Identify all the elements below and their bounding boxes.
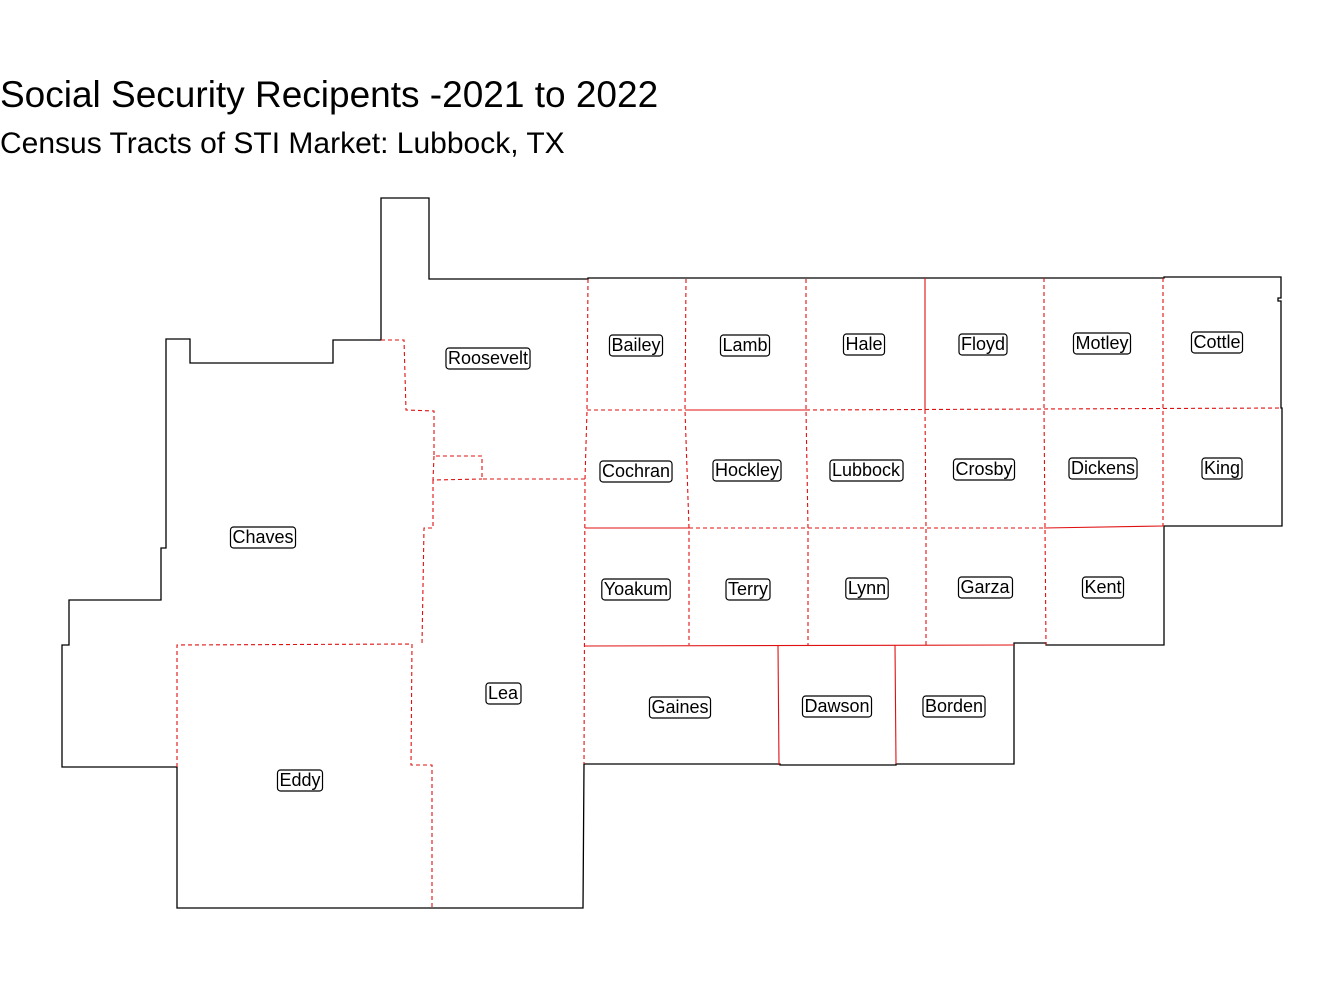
county-name-garza: Garza	[960, 577, 1010, 597]
county-label-floyd: Floyd	[958, 333, 1008, 356]
county-name-dawson: Dawson	[804, 696, 869, 716]
county-label-hockley: Hockley	[712, 459, 782, 482]
county-label-box-motley	[1072, 332, 1132, 355]
county-name-crosby: Crosby	[955, 459, 1012, 479]
county-label-box-hale	[842, 333, 886, 356]
county-name-cottle: Cottle	[1193, 332, 1240, 352]
border-roosevelt-lea	[421, 455, 483, 645]
county-name-gaines: Gaines	[651, 697, 708, 717]
county-label-king: King	[1201, 457, 1243, 480]
county-name-terry: Terry	[728, 579, 768, 599]
county-label-box-roosevelt	[445, 347, 531, 370]
border-row-1-rest	[805, 407, 1282, 411]
county-label-dickens: Dickens	[1068, 457, 1138, 480]
county-label-box-hockley	[712, 459, 782, 482]
border-gaines-dawson	[777, 645, 780, 766]
county-name-lamb: Lamb	[722, 335, 767, 355]
county-name-yoakum: Yoakum	[604, 579, 668, 599]
border-chaves-eddy	[176, 643, 413, 767]
county-label-motley: Motley	[1072, 332, 1132, 355]
county-label-box-lynn	[845, 577, 889, 600]
county-label-terry: Terry	[725, 578, 771, 601]
county-label-box-king	[1201, 457, 1243, 480]
county-name-roosevelt: Roosevelt	[448, 348, 528, 368]
border-eddy-lea	[410, 643, 433, 908]
county-name-dickens: Dickens	[1071, 458, 1135, 478]
county-label-box-dawson	[801, 695, 873, 718]
county-label-hale: Hale	[842, 333, 886, 356]
county-label-garza: Garza	[957, 576, 1014, 599]
county-label-lea: Lea	[485, 682, 522, 705]
border-row-2-kent	[1043, 525, 1165, 529]
border-row-3	[583, 644, 1015, 647]
county-label-lynn: Lynn	[845, 577, 889, 600]
border-column-2	[805, 279, 809, 645]
county-label-borden: Borden	[922, 695, 986, 718]
county-label-box-cottle	[1190, 331, 1244, 354]
county-label-yoakum: Yoakum	[601, 578, 671, 601]
county-name-king: King	[1204, 458, 1240, 478]
county-label-cochran: Cochran	[599, 460, 673, 483]
county-name-eddy: Eddy	[279, 770, 320, 790]
county-label-crosby: Crosby	[952, 458, 1016, 481]
county-name-kent: Kent	[1084, 577, 1121, 597]
county-label-roosevelt: Roosevelt	[445, 347, 531, 370]
county-label-gaines: Gaines	[648, 696, 712, 719]
county-label-box-yoakum	[601, 578, 671, 601]
county-label-box-garza	[957, 576, 1014, 599]
border-nm-tx-state-line	[583, 278, 589, 765]
county-name-lubbock: Lubbock	[832, 460, 901, 480]
county-name-lynn: Lynn	[848, 578, 886, 598]
county-label-box-lubbock	[829, 459, 904, 482]
market-outline	[61, 197, 1283, 909]
county-label-box-cochran	[599, 460, 673, 483]
county-label-dawson: Dawson	[801, 695, 873, 718]
county-label-box-terry	[725, 578, 771, 601]
county-name-hale: Hale	[845, 334, 882, 354]
county-label-box-eddy	[276, 769, 324, 792]
county-label-box-dickens	[1068, 457, 1138, 480]
county-labels: Roosevelt Bailey Lamb Hale Floyd Motley Cottle…	[229, 331, 1244, 792]
county-label-box-gaines	[648, 696, 712, 719]
county-name-floyd: Floyd	[961, 334, 1005, 354]
county-label-box-chaves	[229, 526, 297, 549]
border-column-4	[1043, 278, 1047, 646]
border-column-3b	[924, 409, 927, 645]
county-name-borden: Borden	[925, 696, 983, 716]
county-label-chaves: Chaves	[229, 526, 297, 549]
county-label-box-crosby	[952, 458, 1016, 481]
county-label-box-lea	[485, 682, 522, 705]
county-label-box-lamb	[719, 334, 771, 357]
county-label-lamb: Lamb	[719, 334, 771, 357]
county-name-hockley: Hockley	[715, 460, 779, 480]
county-label-cottle: Cottle	[1190, 331, 1244, 354]
border-column-1	[684, 278, 690, 645]
county-name-motley: Motley	[1075, 333, 1128, 353]
border-dawson-borden	[894, 644, 897, 765]
map-subtitle: Census Tracts of STI Market: Lubbock, TX	[0, 127, 565, 160]
county-name-cochran: Cochran	[602, 461, 670, 481]
county-label-lubbock: Lubbock	[829, 459, 904, 482]
county-name-bailey: Bailey	[611, 335, 660, 355]
county-label-kent: Kent	[1081, 576, 1125, 599]
county-label-box-bailey	[608, 334, 664, 357]
map-title: Social Security Recipents -2021 to 2022	[0, 74, 659, 115]
county-name-lea: Lea	[488, 683, 519, 703]
border-roosevelt-chaves	[381, 339, 588, 480]
county-label-bailey: Bailey	[608, 334, 664, 357]
county-label-eddy: Eddy	[276, 769, 324, 792]
county-label-box-kent	[1081, 576, 1125, 599]
county-label-box-borden	[922, 695, 986, 718]
county-label-box-floyd	[958, 333, 1008, 356]
county-name-chaves: Chaves	[232, 527, 293, 547]
